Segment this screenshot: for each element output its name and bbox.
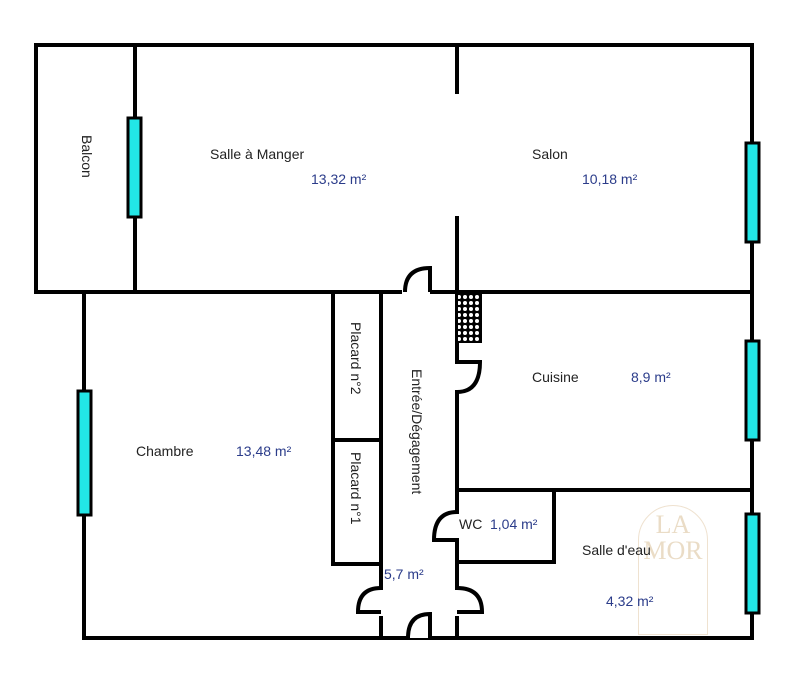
room-area-salle-a-manger: 13,32 m² <box>311 171 367 187</box>
duct-hatch <box>456 291 482 343</box>
room-area-wc: 1,04 m² <box>490 516 538 532</box>
doors <box>355 265 485 639</box>
door-entree <box>406 611 432 639</box>
door-salle-d-eau <box>456 586 485 614</box>
door-wc <box>431 510 458 542</box>
door-placard <box>355 586 382 614</box>
window-salon <box>744 141 761 244</box>
room-label-placard-1: Placard n°1 <box>348 452 364 525</box>
room-area-entree: 5,7 m² <box>384 566 424 582</box>
room-area-chambre: 13,48 m² <box>236 443 292 459</box>
room-area-salle-d-eau: 4,32 m² <box>606 593 654 609</box>
room-area-cuisine: 8,9 m² <box>631 369 671 385</box>
window-salle-d-eau <box>744 512 761 615</box>
window-cuisine <box>744 339 761 442</box>
watermark-logo: LA MOR <box>638 505 708 635</box>
room-label-balcon: Balcon <box>79 135 95 178</box>
room-label-entree: Entrée/Dégagement <box>409 369 425 495</box>
door-salle-a-manger <box>403 265 432 293</box>
room-label-cuisine: Cuisine <box>532 369 579 385</box>
room-label-salon: Salon <box>532 146 568 162</box>
room-area-salon: 10,18 m² <box>582 171 638 187</box>
window-balcon <box>126 116 143 219</box>
windows <box>76 116 761 615</box>
room-label-salle-d-eau: Salle d'eau <box>582 542 651 558</box>
room-label-wc: WC <box>459 516 483 532</box>
room-label-salle-a-manger: Salle à Manger <box>210 146 305 162</box>
window-chambre <box>76 389 93 517</box>
room-label-placard-2: Placard n°2 <box>348 322 364 395</box>
room-label-chambre: Chambre <box>136 443 194 459</box>
door-cuisine <box>456 360 483 394</box>
